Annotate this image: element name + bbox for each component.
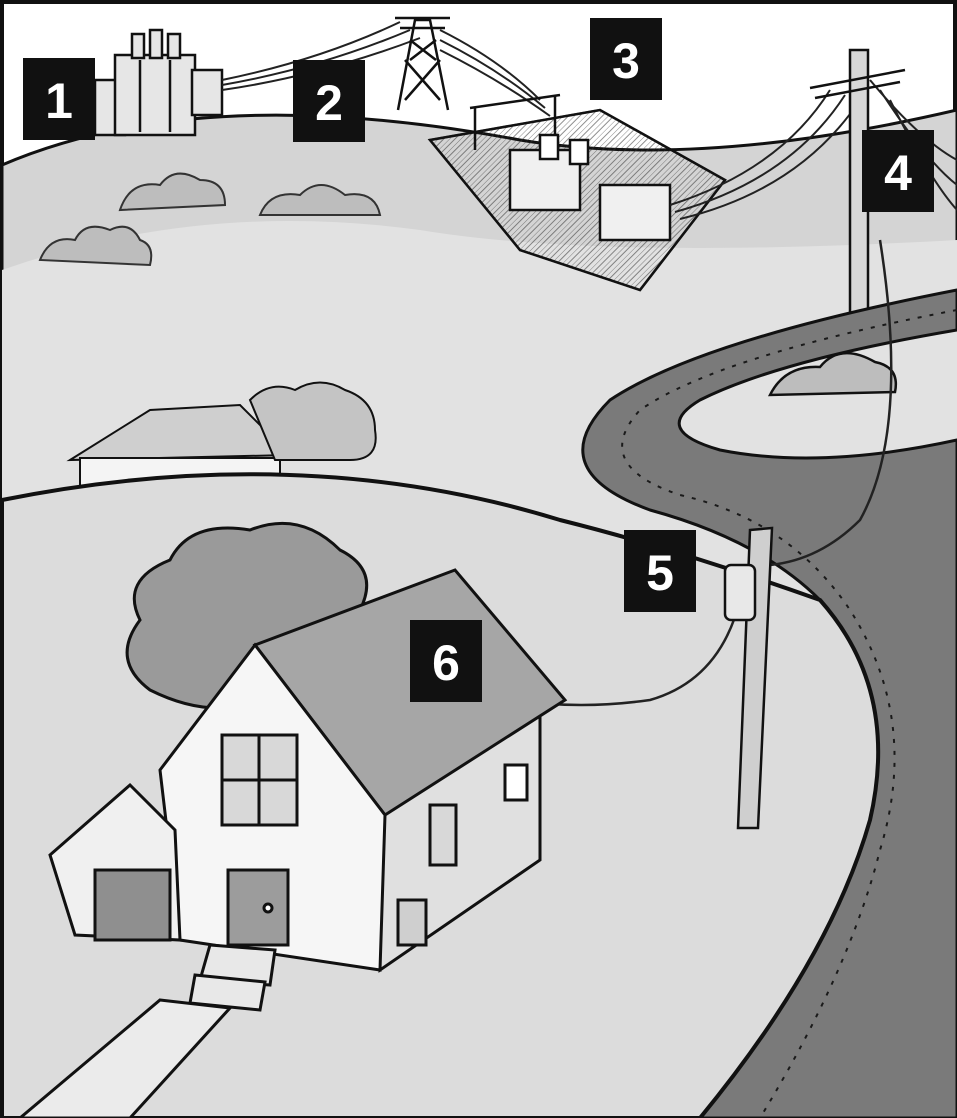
label-6-text: 6	[432, 635, 460, 691]
label-6: 6	[410, 620, 482, 702]
label-2-text: 2	[315, 75, 343, 131]
label-4: 4	[862, 130, 934, 212]
label-4-text: 4	[884, 145, 912, 201]
label-1: 1	[23, 58, 95, 140]
label-3-text: 3	[612, 33, 640, 89]
label-3: 3	[590, 18, 662, 100]
label-2: 2	[293, 60, 365, 142]
label-1-text: 1	[45, 73, 73, 129]
label-5: 5	[624, 530, 696, 612]
label-5-text: 5	[646, 545, 674, 601]
